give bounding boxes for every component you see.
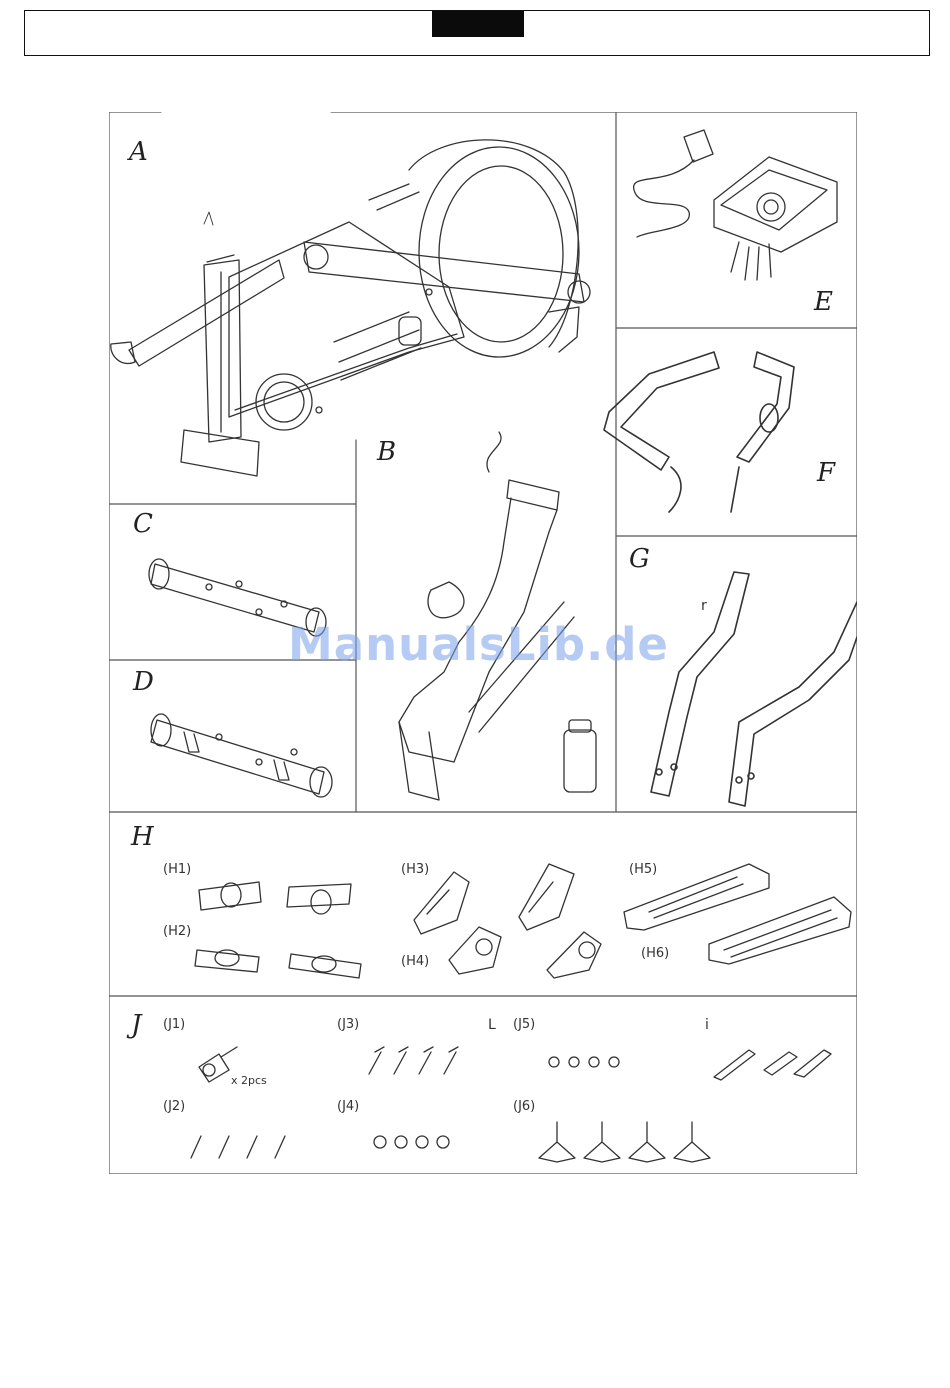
panel-label-d: D [133,667,154,697]
panel-label-f: F [817,458,835,488]
panel-label-g: G [629,544,650,574]
panel-label-b: B [377,437,396,467]
label-j6: (J6) [513,1099,535,1114]
handlebar-drawing [604,352,794,512]
stray-mark-i: i [705,1017,709,1033]
covers-h3-h4 [414,864,601,978]
label-j3: (J3) [337,1017,359,1032]
panel-label-e: E [814,287,833,317]
stray-mark-l: L [488,1017,496,1033]
label-h1: (H1) [163,862,191,877]
label-h2: (H2) [163,924,191,939]
label-h5: (H5) [629,862,657,877]
frame-drawing [111,140,590,476]
console-drawing [634,130,837,280]
j1-quantity: x 2pcs [231,1074,267,1087]
label-j5: (J5) [513,1017,535,1032]
label-j2: (J2) [163,1099,185,1114]
hardware-j [191,1047,831,1162]
panel-label-a: A [129,137,148,167]
stray-mark-g: r [701,598,707,614]
watermark: ManualsLib.de [288,618,669,671]
upright-drawing [399,432,596,800]
panel-label-j: J [131,1010,141,1040]
label-h3: (H3) [401,862,429,877]
label-h4: (H4) [401,954,429,969]
panel-label-h: H [131,822,154,852]
legs-drawing [651,572,857,806]
header-box [24,10,930,56]
header-tab [432,11,524,37]
brackets-h1-h2 [195,882,361,978]
label-j1: (J1) [163,1017,185,1032]
tube-d-drawing [151,714,332,797]
label-h6: (H6) [641,946,669,961]
panel-label-c: C [133,509,153,539]
label-j4: (J4) [337,1099,359,1114]
